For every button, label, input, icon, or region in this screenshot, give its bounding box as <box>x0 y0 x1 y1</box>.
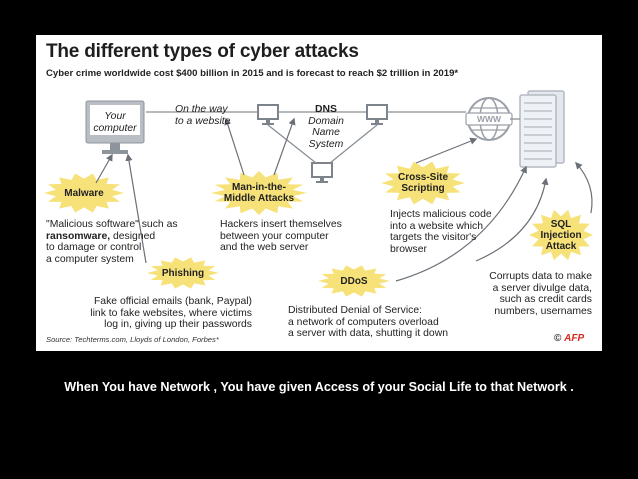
server-icon <box>519 90 565 168</box>
on-the-way-label: On the way to a website <box>175 104 230 127</box>
phishing-burst <box>147 257 219 289</box>
mitm-desc-line2: between your computer <box>220 230 329 242</box>
dns-title: DNS <box>315 104 337 115</box>
malware-desc-line3: to damage or control <box>46 242 142 253</box>
mitm-label: Man-in-the- Middle Attacks <box>214 182 304 204</box>
ddos-burst <box>318 265 390 297</box>
infographic-subtitle: Cyber crime worldwide cost $400 billion … <box>46 68 459 79</box>
computer-label-line1: Your <box>104 111 126 122</box>
dns-line1: Domain <box>308 115 344 127</box>
xss-desc-line3: targets the visitor's <box>390 232 477 243</box>
infographic-title: The different types of cyber attacks <box>46 41 359 62</box>
dns-label: DNS Domain Name System <box>298 104 354 150</box>
malware-desc-bold: ransomware, <box>46 230 111 242</box>
sql-desc-line1: Corrupts data to make <box>489 271 592 282</box>
slide-caption: When You have Network , You have given A… <box>64 380 574 394</box>
phishing-description: Fake official emails (bank, Paypal) link… <box>42 296 252 331</box>
dns-line2: Name <box>312 127 340 138</box>
phishing-label: Phishing <box>161 268 205 279</box>
mitm-label-line1: Man-in-the- <box>232 182 286 193</box>
attack-arrows <box>95 117 593 282</box>
phishing-desc-line1: Fake official emails (bank, Paypal) <box>93 296 252 307</box>
ddos-desc-line2: a network of computers overload <box>288 316 439 328</box>
sql-label: SQL Injection Attack <box>534 219 588 252</box>
xss-desc-line1: Injects malicious code <box>390 209 492 220</box>
on-the-way-line1: On the way <box>175 104 228 115</box>
xss-description: Injects malicious code into a website wh… <box>390 209 492 255</box>
mitm-desc-line1: Hackers insert themselves <box>220 219 342 230</box>
sql-label-line1: SQL <box>550 219 572 230</box>
phishing-desc-line2: link to fake websites, where victims <box>90 307 252 319</box>
ddos-description: Distributed Denial of Service: a network… <box>288 305 448 340</box>
malware-desc-line2-rest: designed <box>110 230 156 242</box>
sql-description: Corrupts data to make a server divulge d… <box>466 271 592 317</box>
sql-desc-line4: numbers, usernames <box>494 305 592 317</box>
computer-label: Your computer <box>88 111 142 134</box>
ddos-label: DDoS <box>340 276 368 287</box>
copyright-symbol: © <box>554 333 562 344</box>
computer-icon <box>85 100 145 154</box>
ddos-desc-line3: a server with data, shutting it down <box>288 328 448 339</box>
connection-lines <box>146 111 520 164</box>
sql-label-line2: Injection <box>540 230 582 241</box>
mitm-label-line2: Middle Attacks <box>223 193 295 204</box>
xss-label-line2: Scripting <box>401 183 445 194</box>
diagram-artwork <box>44 90 593 297</box>
afp-logo: AFP <box>564 333 585 344</box>
malware-desc-line1: "Malicious software" such as <box>46 219 178 230</box>
ddos-desc-line1: Distributed Denial of Service: <box>288 305 422 316</box>
source-note: Source: Techterms.com, Lloyds of London,… <box>46 335 219 344</box>
on-the-way-line2: to a website <box>175 115 231 127</box>
dns-line3: System <box>308 138 344 150</box>
computer-small-icon <box>257 104 279 125</box>
phishing-desc-line3: log in, giving up their passwords <box>104 319 252 330</box>
xss-desc-line4: browser <box>390 243 427 255</box>
malware-label: Malware <box>64 188 104 199</box>
computer-small-icon-right <box>366 104 388 125</box>
hacker-computer-icon <box>311 162 333 183</box>
www-label: WWW <box>476 114 502 124</box>
sql-label-line3: Attack <box>545 241 577 252</box>
malware-burst <box>44 173 124 213</box>
sql-desc-line2: a server divulge data, <box>492 282 592 294</box>
afp-credit: © AFP <box>554 333 584 344</box>
malware-desc-line2: ransomware, designed <box>46 231 178 243</box>
xss-label-line1: Cross-Site <box>397 172 448 183</box>
sql-desc-line3: such as credit cards <box>499 294 592 305</box>
globe-icon <box>465 97 513 141</box>
malware-description: "Malicious software" such as ransomware,… <box>46 219 178 265</box>
mitm-burst <box>211 171 307 215</box>
malware-desc-line4: a computer system <box>46 253 134 265</box>
mitm-description: Hackers insert themselves between your c… <box>220 219 342 254</box>
xss-burst <box>381 161 465 205</box>
xss-label: Cross-Site Scripting <box>388 172 458 194</box>
xss-desc-line2: into a website which <box>390 220 483 232</box>
mitm-desc-line3: and the web server <box>220 242 309 253</box>
infographic-card: The different types of cyber attacks Cyb… <box>36 35 602 351</box>
computer-label-line2: computer <box>93 122 137 134</box>
sql-burst <box>529 209 593 261</box>
